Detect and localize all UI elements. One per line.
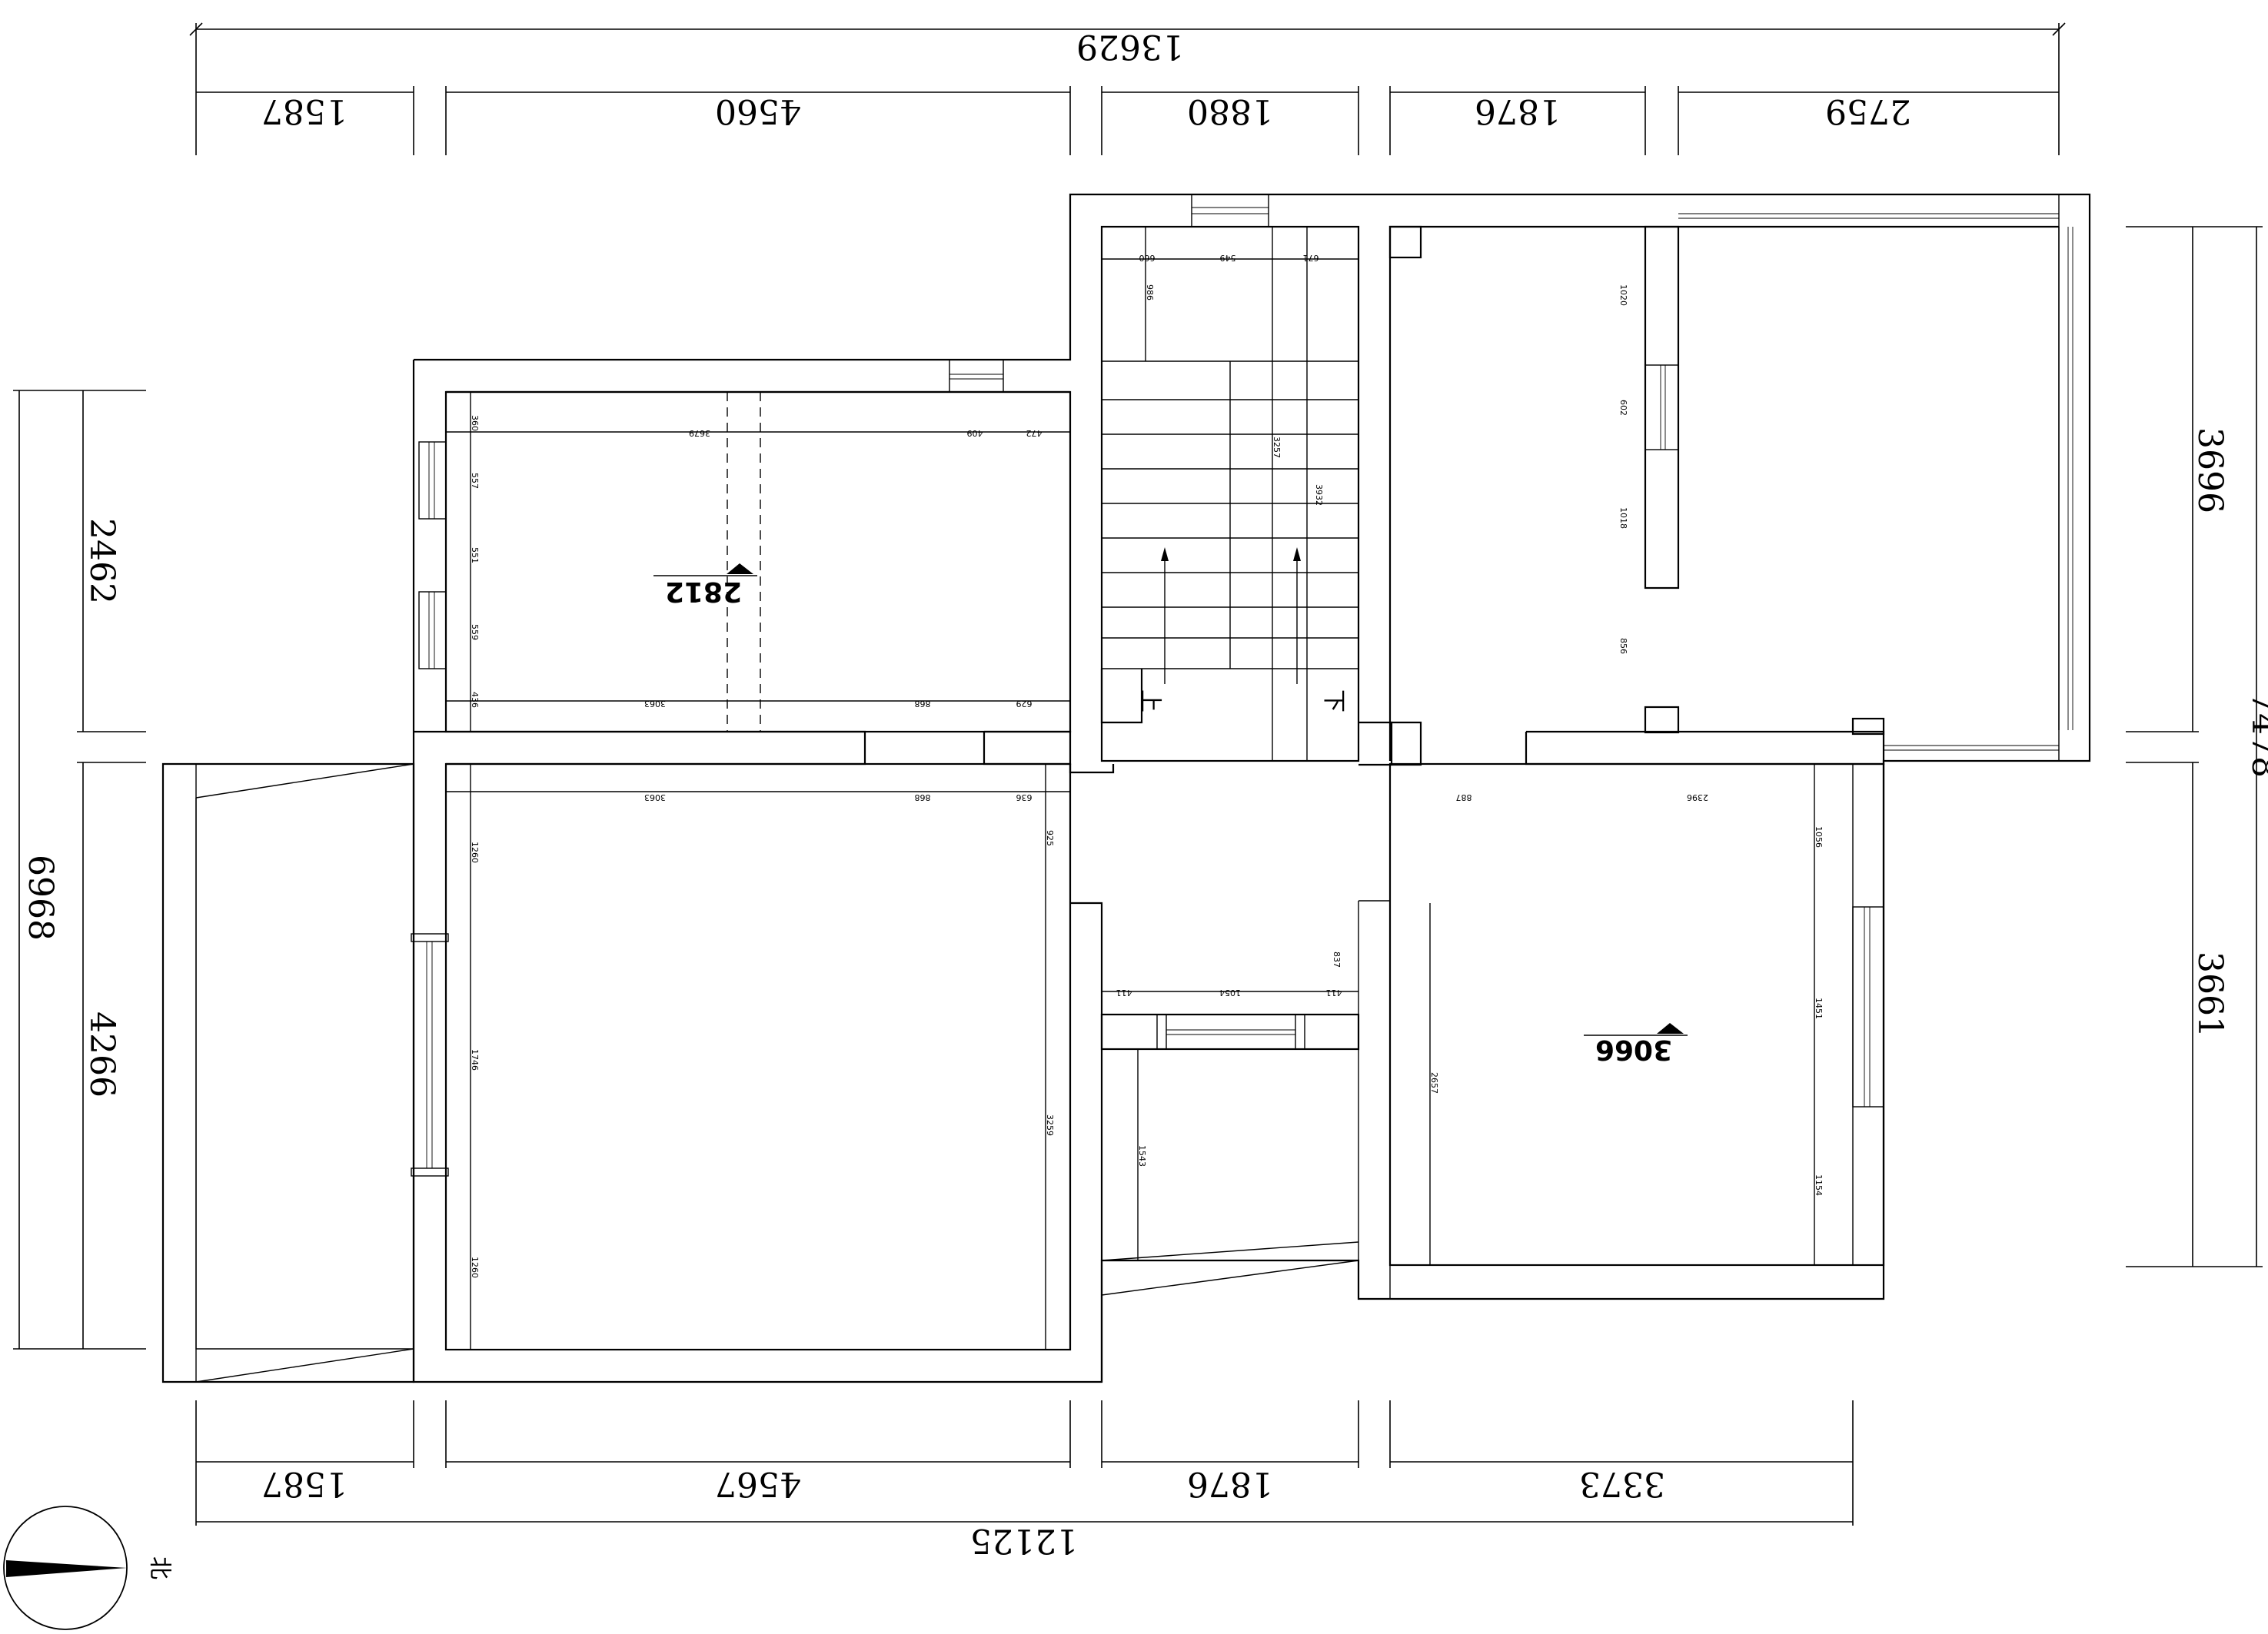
compass-north-label: 北 xyxy=(146,1556,173,1579)
bottom-seg-4: 3373 xyxy=(1579,1464,1665,1503)
dim-472: 472 xyxy=(1026,428,1043,438)
dim-1056: 1056 xyxy=(1814,826,1824,848)
right-seg-2: 3661 xyxy=(2190,952,2230,1038)
walls xyxy=(161,193,2091,1383)
dim-629: 629 xyxy=(1016,699,1033,709)
right-dimensions: 3696 3661 7478 xyxy=(2126,226,2268,1267)
dim-2657: 2657 xyxy=(1429,1072,1439,1094)
dim-837: 837 xyxy=(1332,952,1342,968)
dim-549: 549 xyxy=(1220,253,1236,263)
top-seg-1: 1587 xyxy=(261,91,348,131)
dim-660: 660 xyxy=(1139,253,1156,263)
dim-887: 887 xyxy=(1456,792,1472,802)
dim-1746: 1746 xyxy=(470,1049,480,1071)
left-overall-dimension: 6968 xyxy=(21,855,60,941)
level-marker-lower: 3066 xyxy=(1584,1023,1688,1065)
dim-986: 986 xyxy=(1145,284,1155,301)
left-seg-2: 4266 xyxy=(82,1011,121,1098)
dim-1543: 1543 xyxy=(1137,1145,1147,1167)
dim-411-b: 411 xyxy=(1326,988,1342,998)
overall-bottom-dimension: 12125 xyxy=(970,1521,1078,1560)
level-upper-left: 2812 xyxy=(665,576,742,607)
top-seg-4: 1876 xyxy=(1475,91,1561,131)
dim-559: 559 xyxy=(470,624,480,640)
right-seg-1: 3696 xyxy=(2190,427,2230,513)
left-dimensions: 6968 2462 4266 xyxy=(13,390,146,1350)
dim-925: 925 xyxy=(1045,830,1055,846)
dim-3063-b: 3063 xyxy=(644,792,666,802)
dim-2396: 2396 xyxy=(1687,792,1708,802)
dim-360: 360 xyxy=(470,415,480,431)
top-seg-5: 2759 xyxy=(1825,91,1911,131)
bottom-dimensions: 1587 4567 1876 3373 12125 xyxy=(195,1400,1854,1560)
dim-3679: 3679 xyxy=(689,428,710,438)
dim-1020: 1020 xyxy=(1618,284,1628,306)
dim-3259: 3259 xyxy=(1045,1114,1055,1136)
stair-up-label: 上 xyxy=(1136,689,1163,712)
dim-436: 436 xyxy=(470,692,480,708)
dim-1018: 1018 xyxy=(1618,507,1628,529)
dim-856: 856 xyxy=(1618,638,1628,654)
dim-409: 409 xyxy=(967,428,983,438)
stair-down-label: 下 xyxy=(1320,689,1347,712)
dim-868-b: 868 xyxy=(915,792,931,802)
overall-top-dimension: 13629 xyxy=(1076,27,1184,66)
level-lower-right: 3066 xyxy=(1595,1034,1672,1065)
small-dimensions: 360 3679 409 472 557 551 559 436 3063 86… xyxy=(470,253,1824,1278)
north-arrow-icon xyxy=(6,1560,127,1568)
dim-868-a: 868 xyxy=(915,699,931,709)
right-overall-partial: 7478 xyxy=(2244,692,2268,778)
dim-1451: 1451 xyxy=(1814,998,1824,1019)
dim-671: 671 xyxy=(1303,253,1319,263)
top-seg-3: 1880 xyxy=(1187,91,1273,131)
north-compass: 北 xyxy=(3,1506,173,1630)
dim-1054: 1054 xyxy=(1219,988,1241,998)
dim-551: 551 xyxy=(470,547,480,563)
dim-3063-a: 3063 xyxy=(644,699,666,709)
level-marker-upper: 2812 xyxy=(653,563,757,607)
dim-1154: 1154 xyxy=(1814,1174,1824,1196)
dim-636: 636 xyxy=(1016,792,1033,802)
bottom-seg-1: 1587 xyxy=(261,1464,348,1503)
bottom-seg-2: 4567 xyxy=(715,1464,801,1503)
top-dimensions: 13629 1587 4560 1880 1876 2759 xyxy=(189,22,2066,155)
dim-3932: 3932 xyxy=(1314,484,1324,506)
dim-3257: 3257 xyxy=(1272,437,1282,458)
dim-1260-b: 1260 xyxy=(470,1257,480,1278)
dim-411-a: 411 xyxy=(1116,988,1132,998)
top-seg-2: 4560 xyxy=(715,91,801,131)
left-seg-1: 2462 xyxy=(82,518,121,604)
dim-1260-a: 1260 xyxy=(470,842,480,863)
bottom-seg-3: 1876 xyxy=(1187,1464,1273,1503)
dim-602: 602 xyxy=(1618,400,1628,416)
dim-557: 557 xyxy=(470,473,480,489)
